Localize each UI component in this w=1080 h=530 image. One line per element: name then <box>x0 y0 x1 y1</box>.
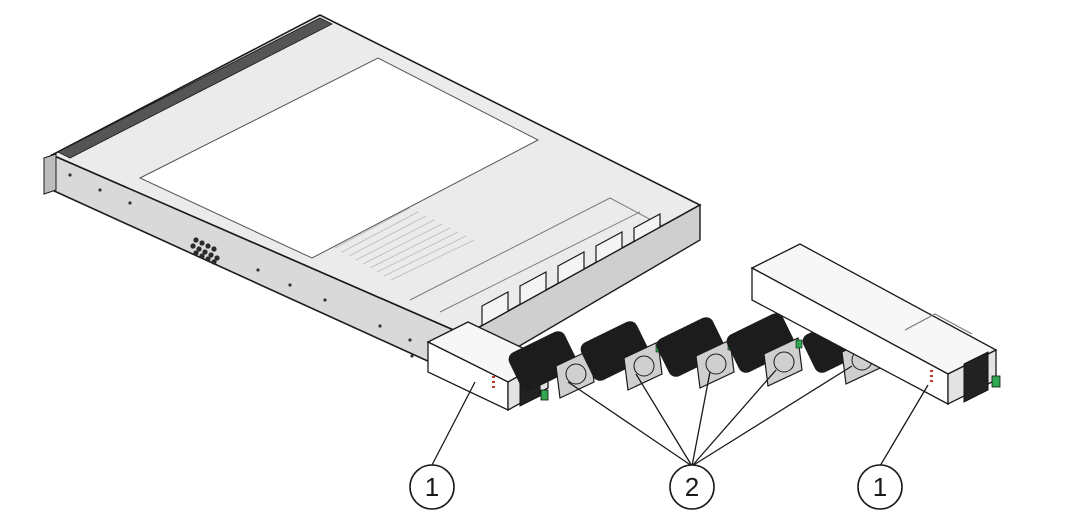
fan-module-1 <box>508 331 597 399</box>
callout-right: 1 <box>857 464 903 510</box>
server-chassis <box>43 14 702 380</box>
callout-center-circle <box>669 464 715 510</box>
psu-right-handle <box>963 351 989 403</box>
leader-line-left <box>431 381 476 466</box>
power-supply-right <box>750 243 1001 406</box>
callout-right-label: 1 <box>873 472 887 502</box>
chassis-mounting-ear <box>43 153 57 195</box>
psu-right-indicator-leds <box>930 370 933 382</box>
fan-module-2 <box>580 321 663 391</box>
leader-line-2e <box>691 365 853 467</box>
chassis-rear-rail <box>57 17 333 159</box>
side-vent-grille <box>190 237 220 265</box>
leader-line-2b <box>635 373 693 467</box>
callout-center: 2 <box>669 464 715 510</box>
top-vent-area <box>334 207 475 281</box>
callout-left-label: 1 <box>425 472 439 502</box>
psu-right-latch-icon <box>991 375 1001 388</box>
leader-line-2d <box>691 369 777 467</box>
leader-lines <box>431 365 929 467</box>
callout-left-circle <box>409 464 455 510</box>
chassis-screws <box>68 173 414 358</box>
fan-module-4 <box>726 313 803 387</box>
psu-left-latch-icon <box>540 389 549 401</box>
leader-line-2a <box>567 381 693 467</box>
fan-module-3 <box>656 317 735 389</box>
psu-left-indicator-leds <box>492 376 495 388</box>
psu-right-top-bracket <box>904 313 973 335</box>
leader-line-2c <box>691 371 711 467</box>
leader-line-right <box>879 384 929 467</box>
callout-right-circle <box>857 464 903 510</box>
callout-left: 1 <box>409 464 455 510</box>
chassis-top-panel <box>138 57 540 259</box>
callout-center-label: 2 <box>685 472 699 502</box>
